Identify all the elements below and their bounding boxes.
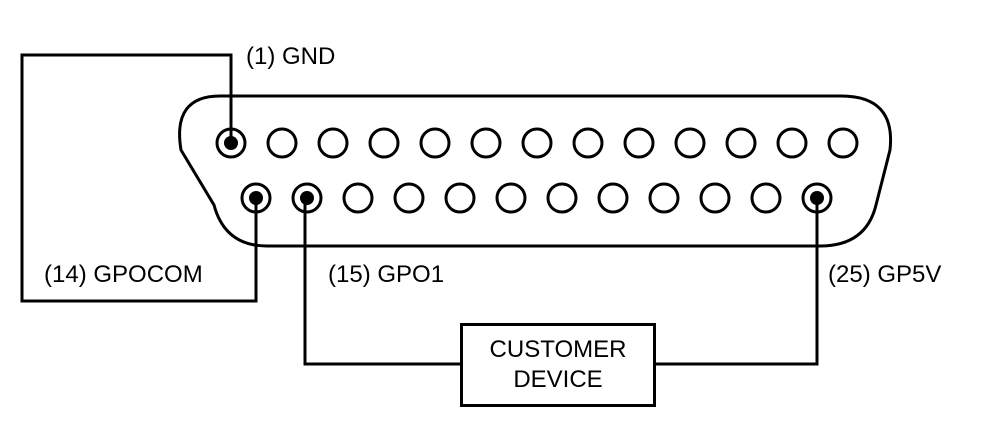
pin-10: [674, 127, 706, 159]
pin-15-connected-dot: [300, 191, 314, 205]
customer-device-box: CUSTOMER DEVICE: [460, 323, 656, 407]
pin-22: [648, 182, 680, 214]
pin-15-gpo1-label: (15) GPO1: [328, 261, 445, 288]
pin-16: [342, 182, 374, 214]
pin-24: [750, 182, 782, 214]
pin-13: [827, 127, 859, 159]
pin-14-gpocom-label: (14) GPOCOM: [44, 261, 203, 288]
pin-19: [495, 182, 527, 214]
pin-8: [572, 127, 604, 159]
pin-1-gnd-label: (1) GND: [246, 43, 336, 70]
pin-20: [546, 182, 578, 214]
device-label-line1: CUSTOMER: [489, 336, 627, 363]
pin-7: [521, 127, 553, 159]
device-label-line2: DEVICE: [513, 366, 603, 393]
db25-connector-shell: [178, 94, 893, 248]
pin-12: [776, 127, 808, 159]
bottom-pin-row: [240, 182, 833, 214]
device-to-gp5v-wire: [656, 198, 819, 366]
pin-9: [623, 127, 655, 159]
pin-4: [368, 127, 400, 159]
pin-3: [317, 127, 349, 159]
pin-23: [699, 182, 731, 214]
pin-18: [444, 182, 476, 214]
pin-5: [419, 127, 451, 159]
pin-11: [725, 127, 757, 159]
gnd-to-gpocom-wire: [20, 53, 258, 303]
pin-17: [393, 182, 425, 214]
pin-21: [597, 182, 629, 214]
gpo1-to-device-wire: [303, 198, 460, 366]
pin-6: [470, 127, 502, 159]
pin-2: [266, 127, 298, 159]
top-pin-row: [215, 127, 859, 159]
pin-25-gp5v-label: (25) GP5V: [828, 261, 942, 288]
